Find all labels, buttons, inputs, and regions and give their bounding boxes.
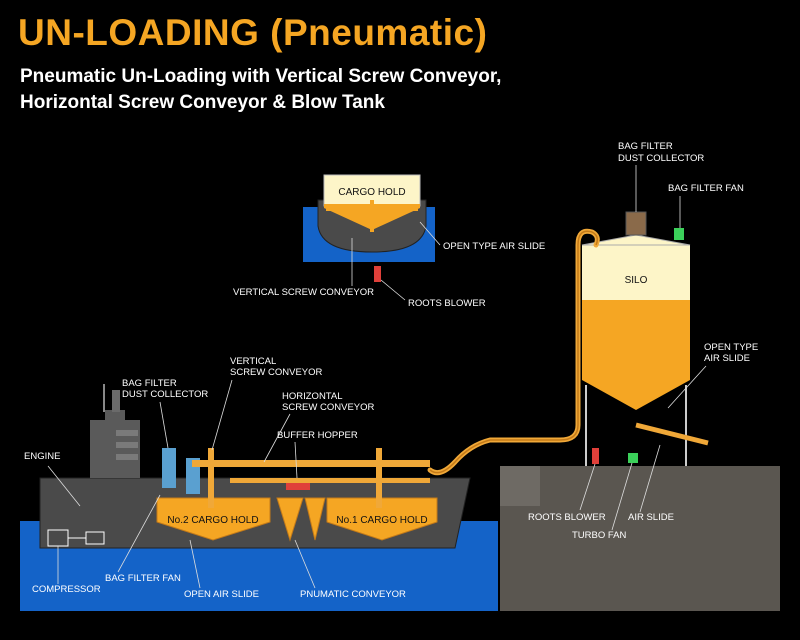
page-subtitle: Pneumatic Un-Loading with Vertical Screw… (20, 64, 580, 116)
no2-cargo-hold (156, 497, 271, 541)
blow-tank-left (276, 497, 304, 542)
subtitle-line-1: Pneumatic Un-Loading with Vertical Screw… (20, 66, 502, 87)
ship-bag-filter-fan-label: BAG FILTER FAN (105, 573, 181, 584)
no1-cargo-hold-label: No.1 CARGO HOLD (336, 515, 427, 526)
ship-area: ENGINE BAG FILTER DUST COLLECTOR VERTICA… (20, 356, 498, 611)
silo-label: SILO (625, 275, 648, 286)
silo-roots-blower-label: ROOTS BLOWER (528, 512, 606, 523)
ship-superstructure (90, 384, 140, 478)
pipe-main-inner (429, 230, 599, 474)
silo-turbo-fan-label: TURBO FAN (572, 530, 627, 541)
silo-roof (581, 234, 691, 246)
subtitle-line-2: Horizontal Screw Conveyor & Blow Tank (20, 92, 385, 113)
horizontal-screw-conveyor (192, 460, 430, 467)
ship-dust-collector-label-2: DUST COLLECTOR (122, 389, 208, 400)
cross-section: CARGO HOLD OPEN TYPE AIR SLIDE VERTICAL … (233, 174, 545, 309)
cross-section-air-slide-label: OPEN TYPE AIR SLIDE (443, 241, 545, 252)
cross-section-vertical-screw-label: VERTICAL SCREW CONVEYOR (233, 287, 374, 298)
silo-bag-filter-fan-label: BAG FILTER FAN (668, 183, 744, 194)
horizontal-screw-label-2: SCREW CONVEYOR (282, 402, 375, 413)
ship-dust-collector (162, 448, 176, 488)
vertical-screw-label-1: VERTICAL (230, 356, 276, 367)
silo-area: SILO BAG FILTER DUST COLLECTOR BAG FILTE… (500, 141, 780, 611)
silo-bag-filter-label-1: BAG FILTER (618, 141, 673, 152)
blow-tank-right (304, 497, 326, 541)
vertical-screw-right (376, 448, 382, 508)
silo-open-slide-label-2: AIR SLIDE (704, 353, 750, 364)
silo-bag-filter-fan (674, 228, 684, 240)
silo-turbo-fan (628, 453, 638, 463)
silo-roots-blower (592, 448, 599, 464)
silo-air-slide (635, 422, 709, 446)
cross-section-roots-blower-label: ROOTS BLOWER (408, 298, 486, 309)
buffer-hopper-label: BUFFER HOPPER (277, 430, 358, 441)
engine-label: ENGINE (24, 451, 60, 462)
pneumatic-pipe (427, 228, 600, 476)
quay (500, 466, 780, 611)
vertical-screw-left (208, 448, 214, 508)
compressor-label: COMPRESSOR (32, 584, 101, 595)
no1-cargo-hold (326, 497, 438, 541)
ship-dust-collector-label-1: BAG FILTER (122, 378, 177, 389)
cross-section-roots-blower (374, 266, 381, 282)
silo-air-slide-label: AIR SLIDE (628, 512, 674, 523)
vertical-screw-label-2: SCREW CONVEYOR (230, 367, 323, 378)
horizontal-screw-label-1: HORIZONTAL (282, 391, 343, 402)
silo-bag-filter-label-2: DUST COLLECTOR (618, 153, 704, 164)
page-title: UN-LOADING (Pneumatic) (18, 12, 488, 53)
cross-section-cargo-hold-label: CARGO HOLD (338, 187, 405, 198)
open-air-slide-label: OPEN AIR SLIDE (184, 589, 259, 600)
no2-cargo-hold-label: No.2 CARGO HOLD (167, 515, 258, 526)
quay-hatch (500, 466, 540, 506)
silo-body-upper (582, 245, 690, 300)
silo-body-lower (582, 300, 690, 410)
lower-conveyor (230, 478, 430, 483)
silo-open-slide-label-1: OPEN TYPE (704, 342, 758, 353)
silo-bag-filter (625, 211, 647, 236)
pnumatic-conveyor-label: PNUMATIC CONVEYOR (300, 589, 406, 600)
